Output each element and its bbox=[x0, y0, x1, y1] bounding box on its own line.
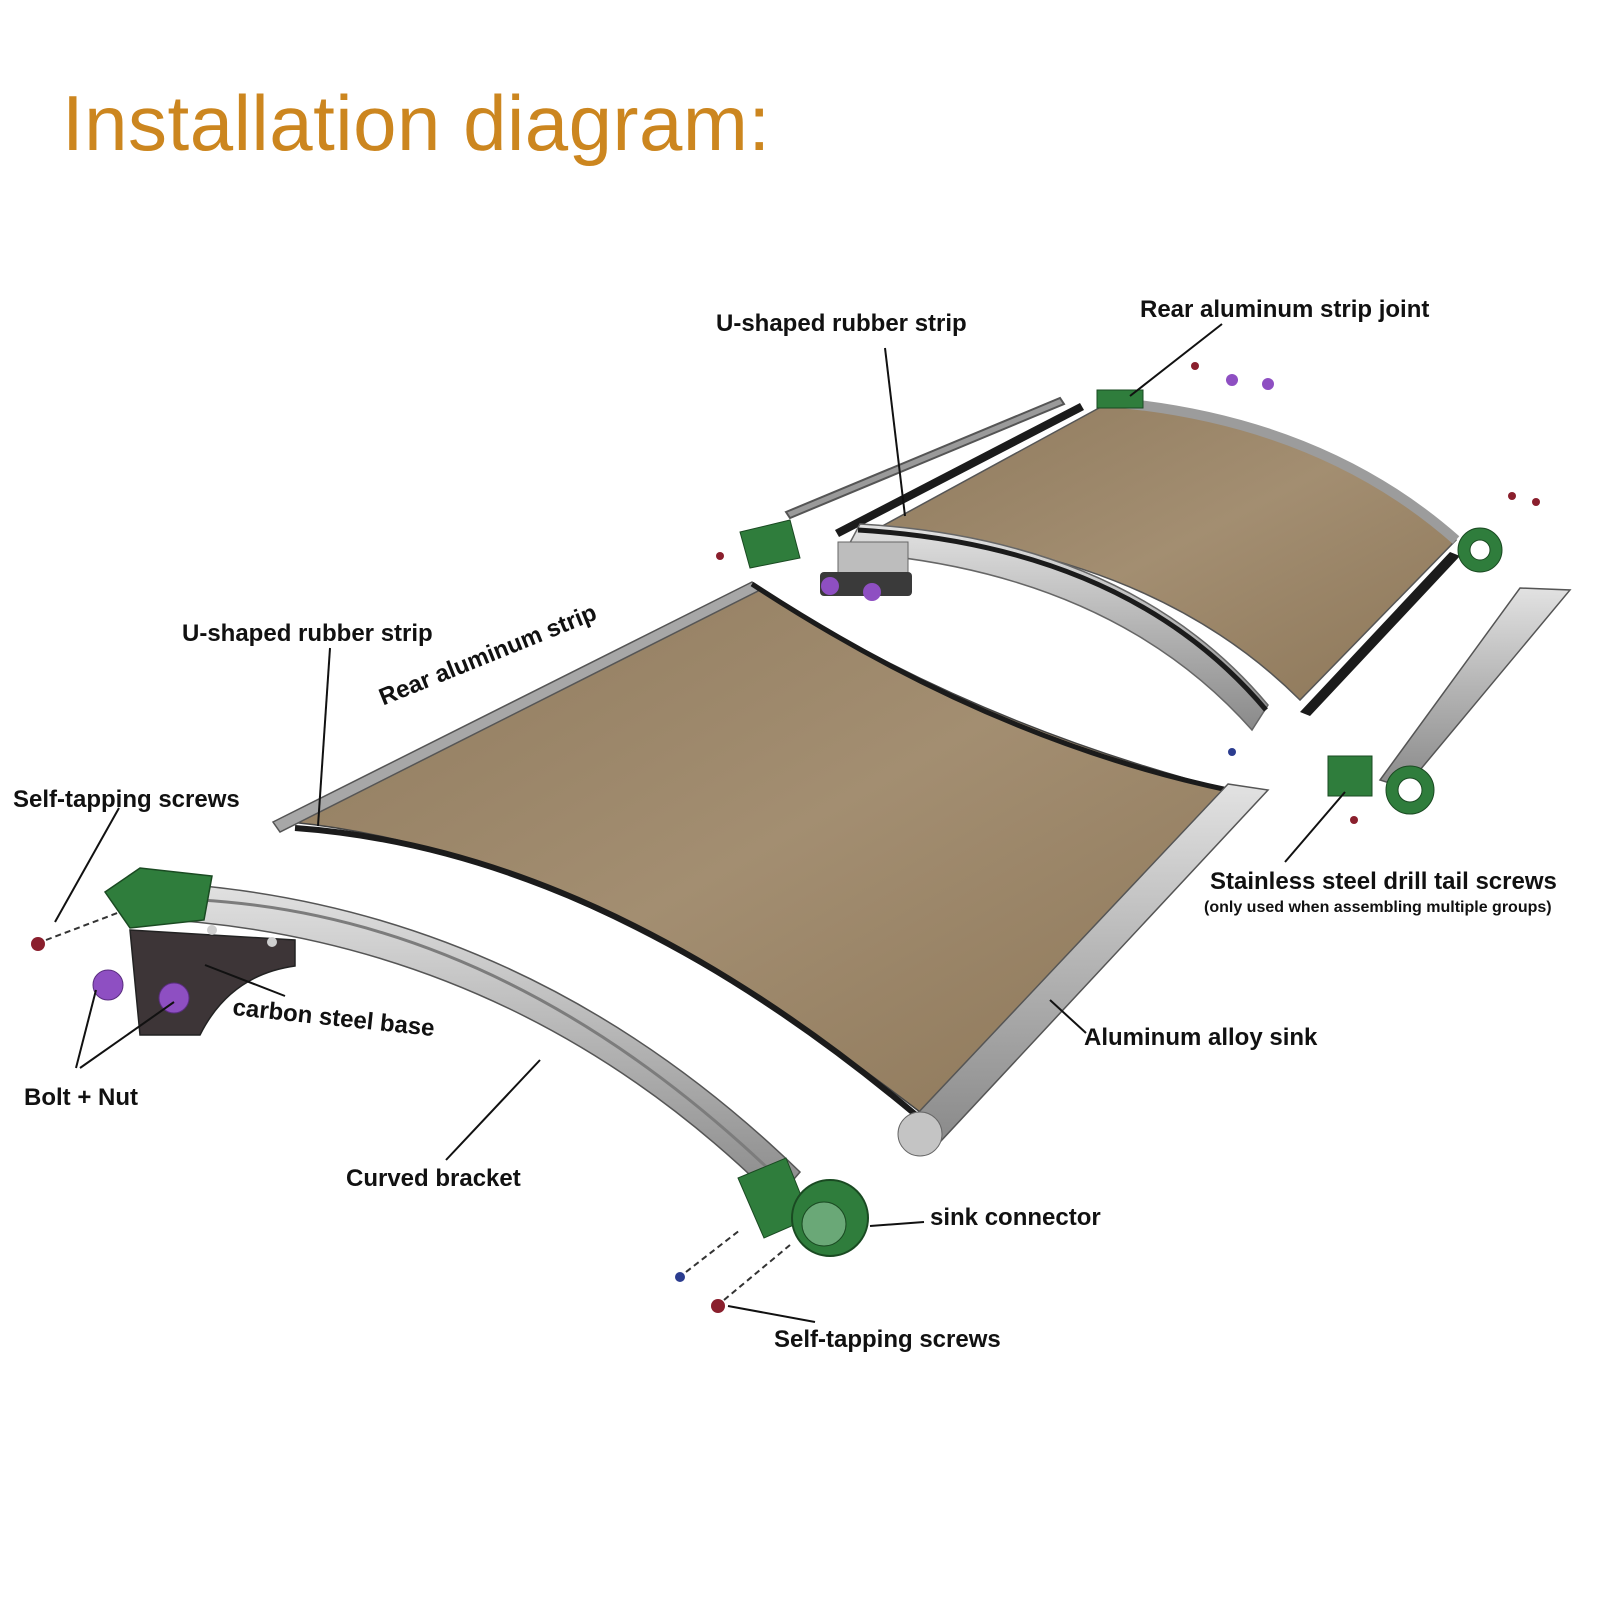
label-bolt-nut: Bolt + Nut bbox=[24, 1084, 138, 1111]
upper-u-rubber-strip bbox=[784, 396, 1066, 520]
diagram-title: Installation diagram: bbox=[62, 79, 771, 167]
label-u-rubber-strip-left: U-shaped rubber strip bbox=[182, 620, 433, 647]
bolt-nut-1 bbox=[92, 969, 124, 1001]
upper-panel-group bbox=[716, 362, 1540, 756]
right-sink-connector-block bbox=[1327, 755, 1373, 797]
left-self-tapping-screw bbox=[31, 937, 45, 951]
label-curved-bracket: Curved bracket bbox=[346, 1165, 521, 1192]
label-self-tapping-screws-bottom: Self-tapping screws bbox=[774, 1326, 1001, 1353]
upper-rear-joint bbox=[1096, 389, 1144, 409]
label-u-rubber-strip-top: U-shaped rubber strip bbox=[716, 310, 967, 337]
leader-lines bbox=[54, 323, 1346, 1323]
main-rear-joint bbox=[103, 867, 213, 929]
main-panel-group bbox=[31, 581, 1270, 1313]
right-aluminum-sink bbox=[1378, 587, 1572, 789]
main-u-rubber-strip bbox=[294, 825, 918, 1118]
upper-black-strip bbox=[835, 403, 1084, 537]
bottom-blue-screw bbox=[675, 1272, 685, 1282]
upper-panel-edge bbox=[1300, 552, 1460, 716]
label-rear-aluminum-strip-joint: Rear aluminum strip joint bbox=[1140, 296, 1430, 323]
label-drill-tail-note: (only used when assembling multiple grou… bbox=[1204, 899, 1552, 916]
right-sink-group bbox=[1327, 587, 1572, 824]
label-self-tapping-screws-left: Self-tapping screws bbox=[13, 786, 240, 813]
upper-panel-rim bbox=[1109, 397, 1460, 544]
upper-left-joint bbox=[739, 519, 801, 569]
bolt-nut-2 bbox=[158, 982, 190, 1014]
label-sink-connector: sink connector bbox=[930, 1204, 1101, 1231]
label-drill-tail-screws: Stainless steel drill tail screws bbox=[1210, 868, 1557, 895]
bottom-self-tapping-screw bbox=[711, 1299, 725, 1313]
label-aluminum-alloy-sink: Aluminum alloy sink bbox=[1084, 1024, 1318, 1051]
